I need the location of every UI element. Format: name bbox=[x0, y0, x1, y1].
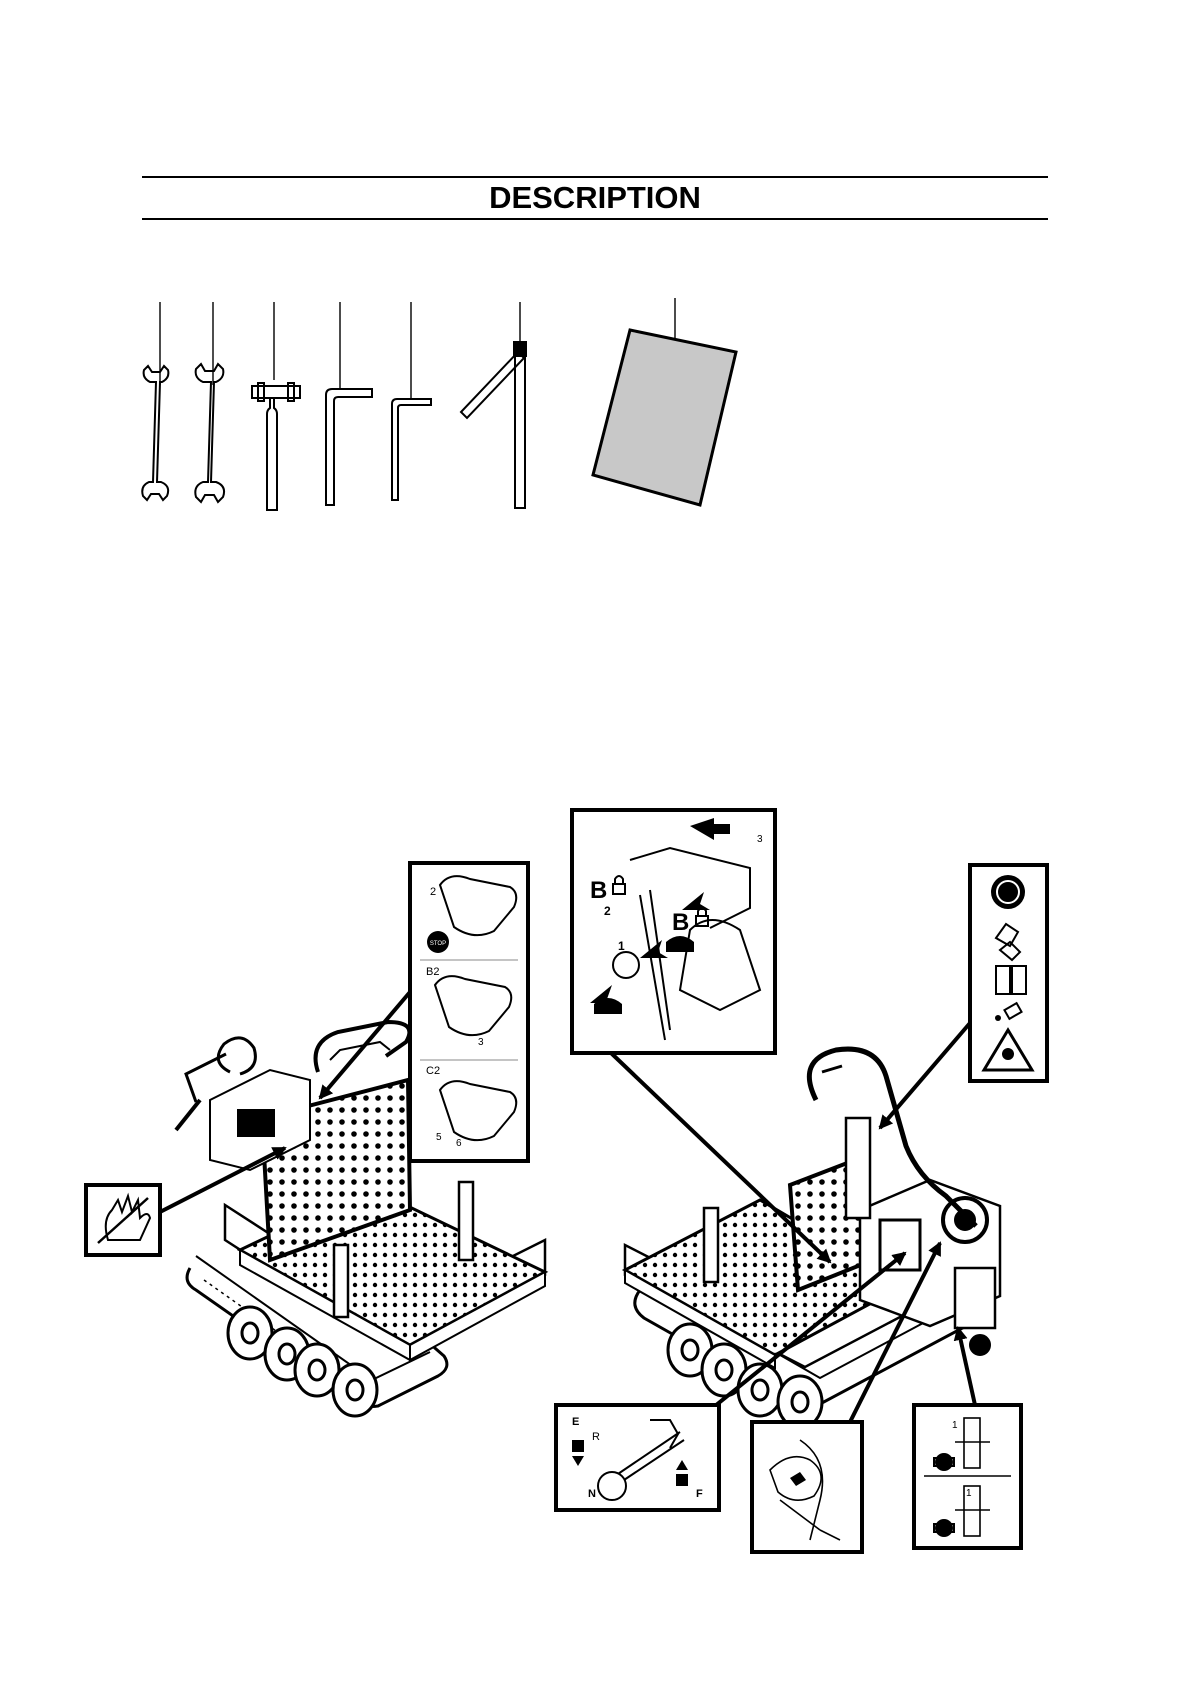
right-carrier-stakes bbox=[704, 1208, 718, 1282]
callout-throttle-cable bbox=[752, 1422, 862, 1552]
instruction-manual-icon bbox=[593, 330, 736, 505]
stop-badge-text: STOP bbox=[430, 941, 446, 947]
controls-label-c2: C2 bbox=[426, 1065, 440, 1077]
tool-leader-lines bbox=[160, 298, 675, 398]
gear-letter-r: R bbox=[592, 1431, 600, 1443]
callout-hand-warning bbox=[86, 1185, 160, 1255]
brake-letter-b-1: B bbox=[590, 877, 607, 904]
stop-icon: STOP bbox=[427, 931, 449, 953]
brake-number-1: 1 bbox=[618, 939, 625, 953]
brake-number-2: 2 bbox=[604, 904, 611, 918]
gear-letter-n: N bbox=[588, 1488, 596, 1500]
eye-protection-icon bbox=[991, 875, 1025, 909]
callout-ppe bbox=[970, 865, 1047, 1081]
tools-row bbox=[142, 298, 736, 510]
hitch-number-top: 1 bbox=[952, 1420, 958, 1431]
callout-gear-lever: E R N F bbox=[556, 1405, 719, 1510]
controls-label-b2: B2 bbox=[426, 966, 439, 978]
brake-number-3: 3 bbox=[757, 834, 763, 845]
callout-hitch: 1 1 bbox=[914, 1405, 1021, 1548]
open-end-wrench-small-icon bbox=[142, 366, 168, 500]
hex-key-small-icon bbox=[392, 399, 431, 500]
tommy-bar-box-spanner-icon bbox=[461, 342, 526, 508]
brake-letter-b-2: B bbox=[672, 909, 689, 936]
hitch-number-bottom: 1 bbox=[966, 1488, 972, 1499]
open-end-wrench-large-icon bbox=[195, 364, 224, 502]
callout-controls-label: 2 STOP B2 3 C2 5 6 bbox=[410, 863, 528, 1161]
controls-label-number-3: 3 bbox=[478, 1037, 484, 1048]
hex-key-large-icon bbox=[326, 389, 372, 505]
callout-brake-lever: B B 2 1 3 bbox=[572, 810, 775, 1053]
controls-label-number-5: 5 bbox=[436, 1132, 442, 1143]
gear-letter-f: F bbox=[696, 1488, 703, 1500]
controls-label-number-6: 6 bbox=[456, 1138, 462, 1149]
t-handle-socket-wrench-icon bbox=[252, 383, 300, 510]
right-carrier-illustration bbox=[625, 1049, 1000, 1428]
controls-label-number-2: 2 bbox=[430, 886, 436, 898]
gear-letter-e: E bbox=[572, 1416, 579, 1428]
